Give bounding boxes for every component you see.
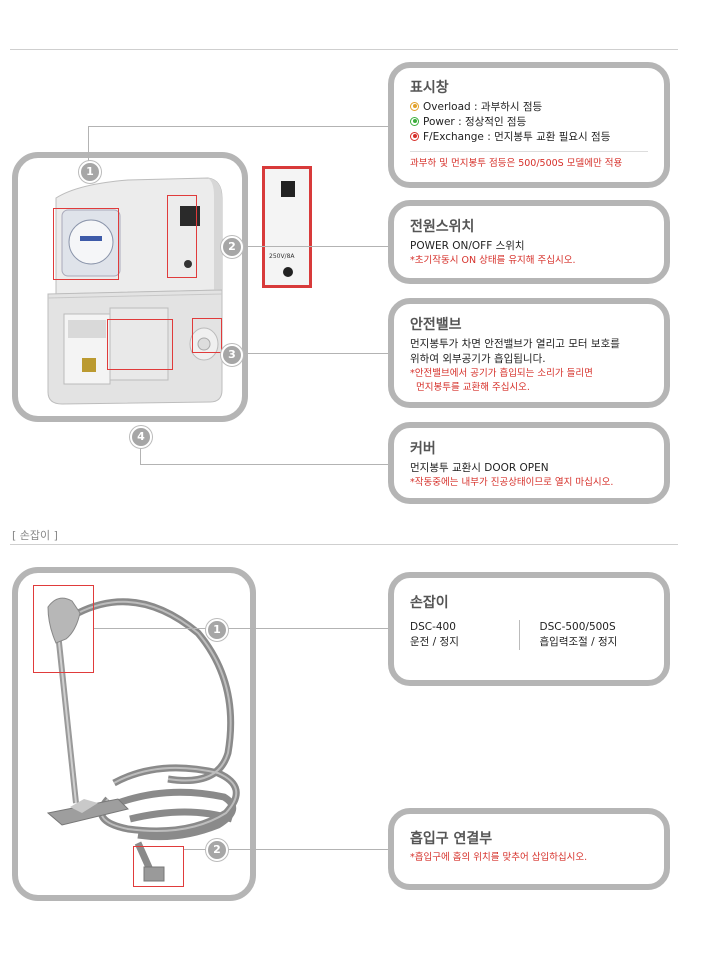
safety-valve-note-2: 먼지봉투를 교환해 주십시오. bbox=[416, 382, 530, 393]
leader-4-horz bbox=[140, 464, 394, 465]
handle-col-2-desc: 흡입력조절 / 정지 bbox=[539, 636, 618, 648]
leader-3 bbox=[240, 353, 394, 354]
fuse-knob-icon bbox=[283, 267, 293, 277]
power-lamp-icon bbox=[410, 116, 419, 126]
rocker-switch-icon bbox=[281, 181, 295, 197]
handle-col-1: DSC-400 운전 / 정지 bbox=[410, 620, 519, 650]
highlight-handle bbox=[33, 585, 94, 673]
power-switch-closeup: 250V/8A bbox=[262, 166, 312, 288]
leader-1-vert bbox=[88, 126, 89, 171]
overload-lamp-icon bbox=[410, 101, 419, 111]
highlight-switch bbox=[167, 195, 197, 278]
handle-col-2: DSC-500/500S 흡입력조절 / 정지 bbox=[540, 620, 649, 650]
handle-box: 손잡이 DSC-400 운전 / 정지 DSC-500/500S 흡입력조절 /… bbox=[388, 572, 670, 686]
display-panel-separator bbox=[410, 151, 648, 152]
handle-col-1-model: DSC-400 bbox=[410, 621, 456, 633]
highlight-valve bbox=[192, 318, 222, 353]
leader-4-vert bbox=[140, 444, 141, 464]
top-divider bbox=[10, 49, 678, 50]
inlet-title: 흡입구 연결부 bbox=[410, 831, 493, 847]
marker-1: 1 bbox=[79, 161, 101, 183]
marker-2: 2 bbox=[221, 236, 243, 258]
cover-note: *작동중에는 내부가 진공상태이므로 열지 마십시오. bbox=[410, 477, 614, 488]
marker-4: 4 bbox=[130, 426, 152, 448]
leader-2 bbox=[240, 246, 394, 247]
safety-valve-box: 안전밸브 먼지봉투가 차면 안전밸브가 열리고 모터 보호를 위하여 외부공기가… bbox=[388, 298, 670, 408]
safety-valve-desc-2: 위하여 외부공기가 흡입됩니다. bbox=[410, 353, 546, 365]
highlight-cover bbox=[107, 319, 173, 370]
handle-col-2-model: DSC-500/500S bbox=[539, 621, 616, 633]
power-switch-desc: POWER ON/OFF 스위치 bbox=[410, 240, 525, 252]
unit-photo-frame bbox=[12, 152, 248, 422]
leader-h1 bbox=[94, 628, 394, 629]
power-switch-box: 전원스위치 POWER ON/OFF 스위치 *초기작동시 ON 상태를 유지해… bbox=[388, 200, 670, 284]
handle-models: DSC-400 운전 / 정지 DSC-500/500S 흡입력조절 / 정지 bbox=[410, 620, 648, 650]
display-panel-box: 표시창 Overload : 과부하시 점등 Power : 정상적인 점등 F… bbox=[388, 62, 670, 188]
power-switch-title: 전원스위치 bbox=[410, 219, 475, 235]
handle-section-label: [ 손잡이 ] bbox=[12, 529, 58, 542]
handle-section-divider bbox=[10, 544, 678, 545]
indicator-overload: Overload : 과부하시 점등 bbox=[410, 100, 648, 115]
hose-illustration bbox=[46, 597, 240, 882]
highlight-display bbox=[53, 208, 119, 280]
vacuum-unit-illustration bbox=[47, 177, 223, 405]
marker-3: 3 bbox=[221, 344, 243, 366]
handle-col-1-desc: 운전 / 정지 bbox=[410, 636, 459, 648]
cover-desc: 먼지봉투 교환시 DOOR OPEN bbox=[410, 462, 549, 474]
power-switch-note: *초기작동시 ON 상태를 유지해 주십시오. bbox=[410, 255, 576, 266]
display-panel-note: 과부하 및 먼지봉투 점등은 500/500S 모델에만 적용 bbox=[410, 158, 623, 169]
leader-h2 bbox=[184, 849, 394, 850]
safety-valve-note-1: *안전밸브에서 공기가 흡입되는 소리가 들리면 bbox=[410, 368, 593, 379]
handle-title: 손잡이 bbox=[410, 595, 449, 611]
indicator-exchange: F/Exchange : 먼지봉투 교환 필요시 점등 bbox=[410, 130, 648, 145]
panel-rating-label: 250V/8A bbox=[269, 253, 295, 260]
cover-box: 커버 먼지봉투 교환시 DOOR OPEN *작동중에는 내부가 진공상태이므로… bbox=[388, 422, 670, 504]
inlet-note: *흡입구에 홈의 위치를 맞추어 삽입하십시오. bbox=[410, 852, 588, 863]
handle-col-divider bbox=[518, 620, 520, 650]
highlight-inlet bbox=[133, 846, 184, 887]
exchange-lamp-icon bbox=[410, 131, 419, 141]
leader-1-horz bbox=[88, 126, 394, 127]
cover-title: 커버 bbox=[410, 441, 436, 457]
inlet-box: 흡입구 연결부 *흡입구에 홈의 위치를 맞추어 삽입하십시오. bbox=[388, 808, 670, 890]
safety-valve-title: 안전밸브 bbox=[410, 317, 462, 333]
display-panel-title: 표시창 bbox=[410, 80, 449, 96]
marker-handle-1: 1 bbox=[206, 619, 228, 641]
marker-handle-2: 2 bbox=[206, 839, 228, 861]
indicator-power: Power : 정상적인 점등 bbox=[410, 115, 648, 130]
safety-valve-desc-1: 먼지봉투가 차면 안전밸브가 열리고 모터 보호를 bbox=[410, 338, 620, 350]
